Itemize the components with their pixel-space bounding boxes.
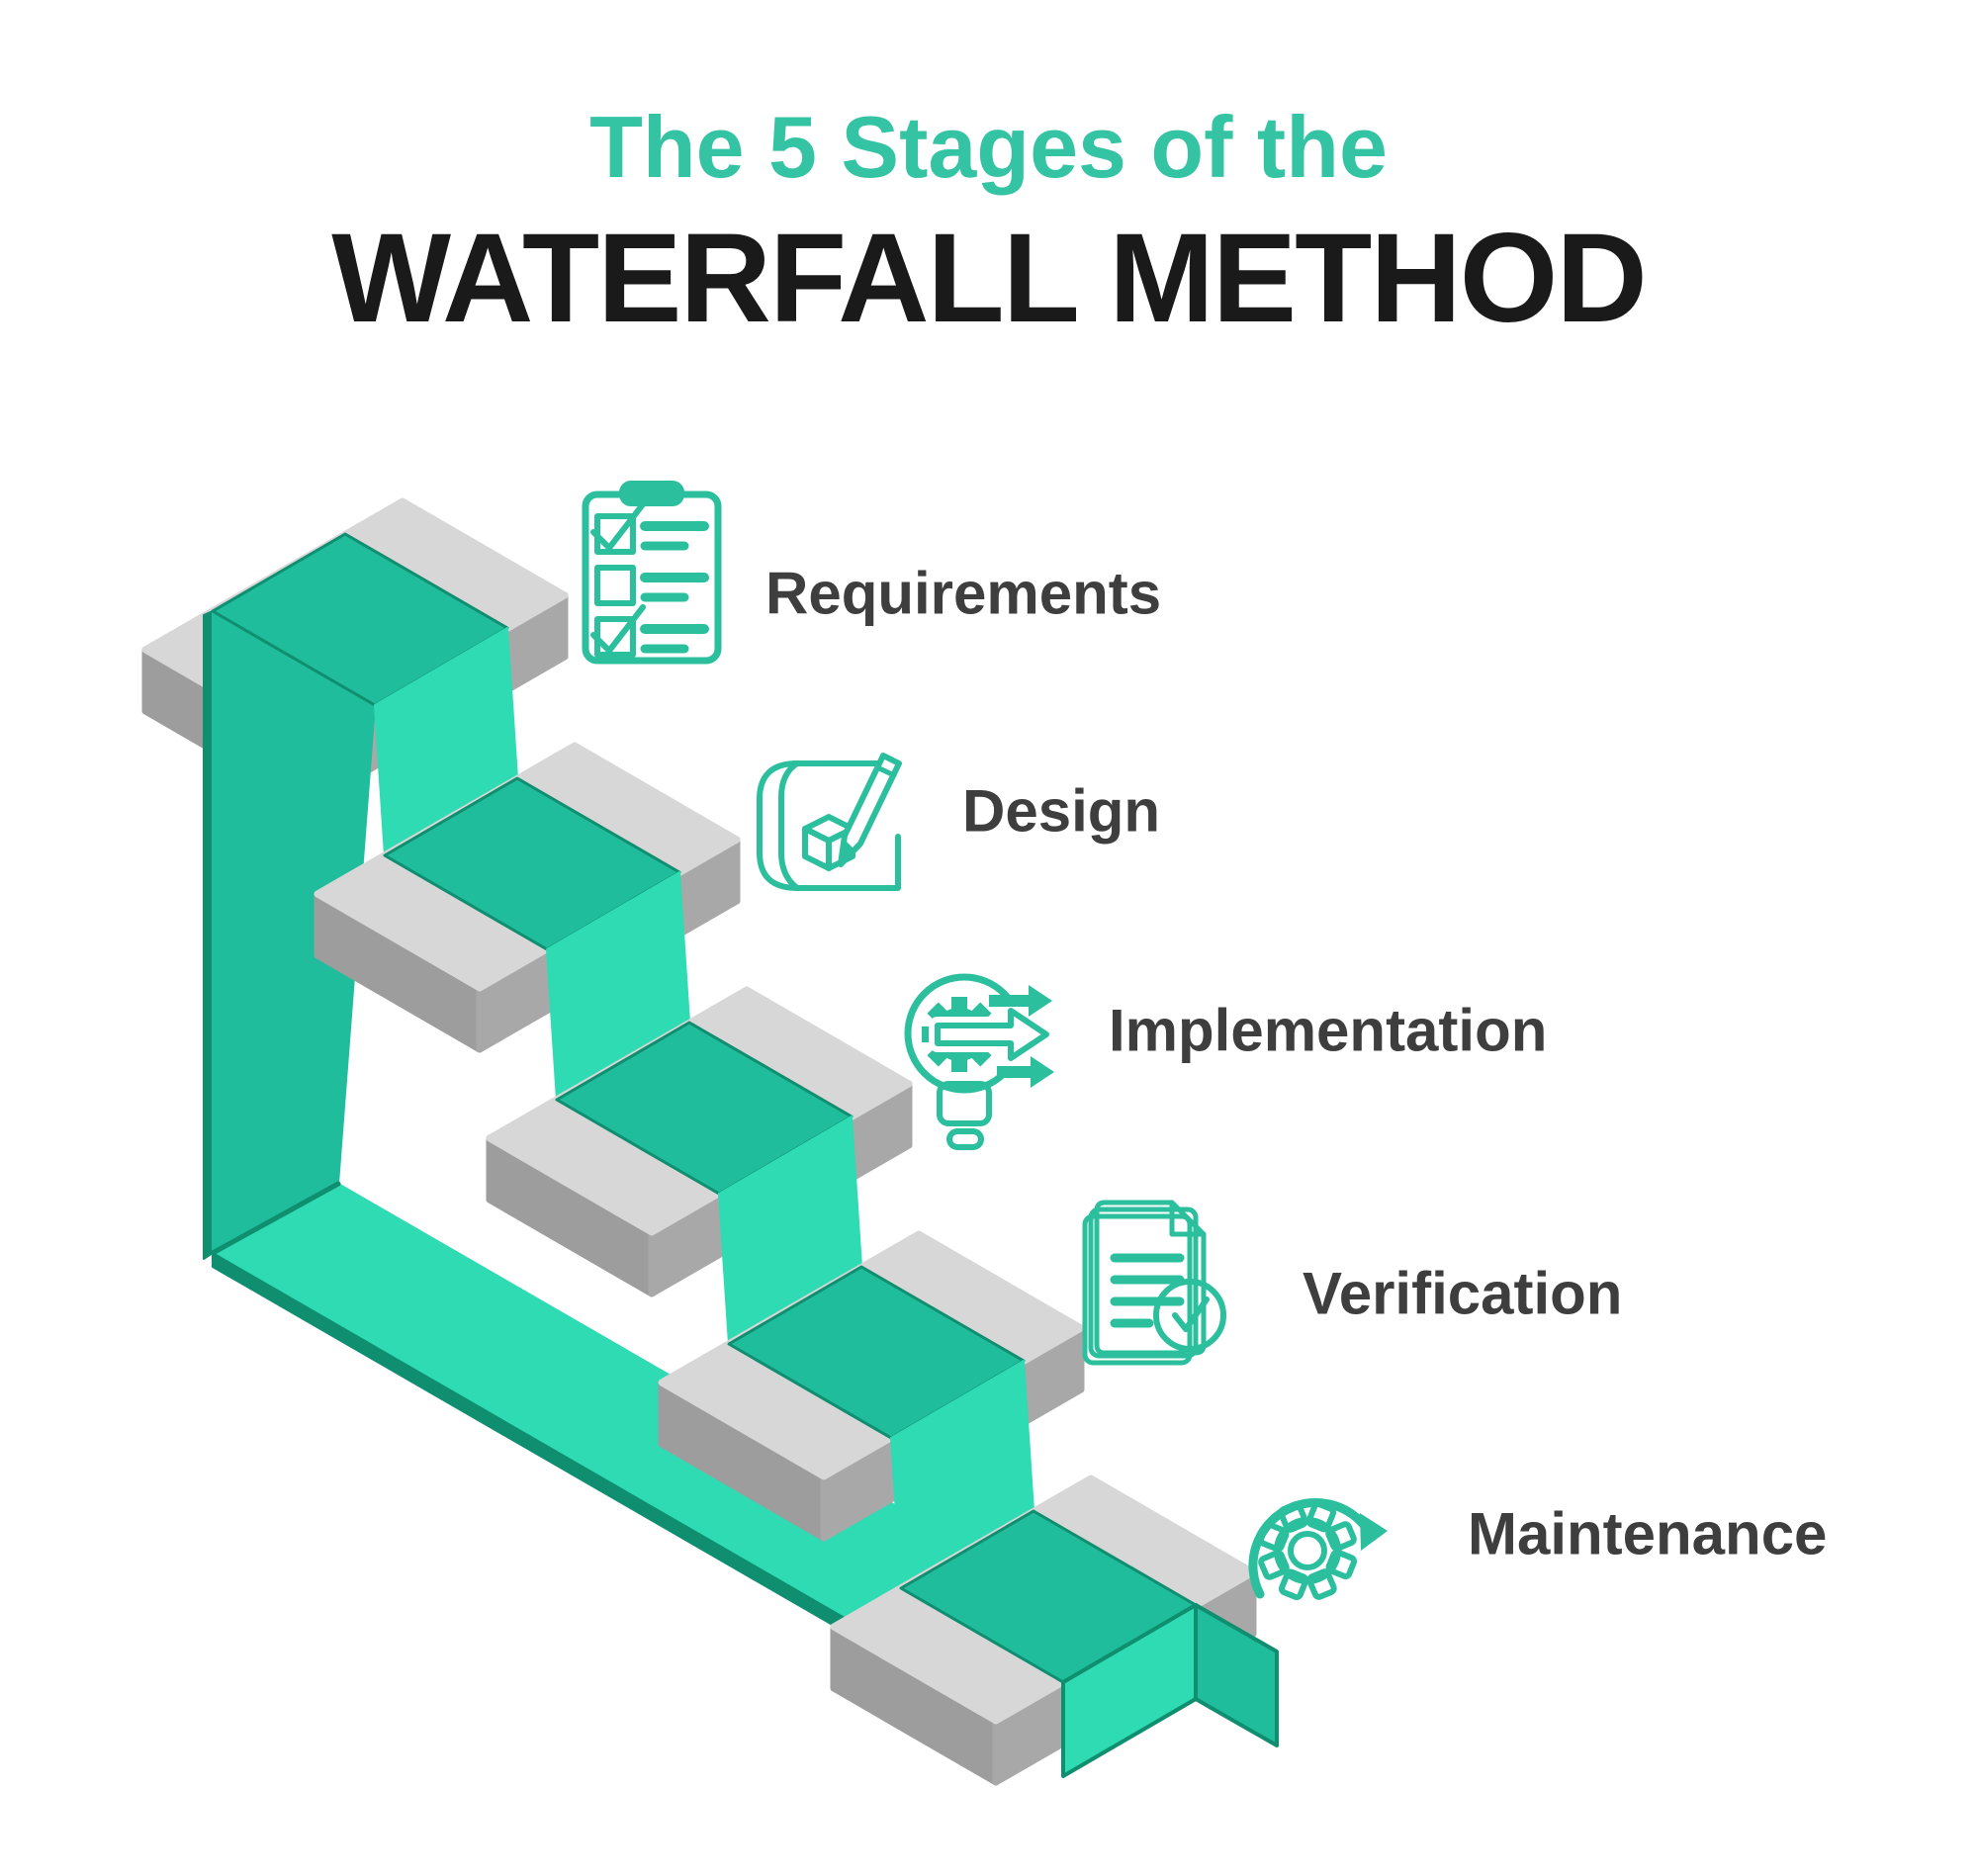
stage-label-implementation: Implementation xyxy=(1109,997,1548,1064)
documents-check-icon xyxy=(1082,1200,1226,1366)
title-line-1: The 5 Stages of the xyxy=(589,98,1388,196)
gear-cycle-icon xyxy=(1248,1498,1388,1601)
title-line-2: WATERFALL METHOD xyxy=(331,208,1648,349)
stage-label-design: Design xyxy=(962,777,1161,845)
clipboard-checklist-icon xyxy=(582,481,722,665)
gear-glyph xyxy=(1257,1500,1358,1601)
ribbon-final-side xyxy=(1194,1603,1279,1747)
stage-label-requirements: Requirements xyxy=(765,560,1162,627)
lightbulb-gear-arrows-icon xyxy=(904,973,1055,1150)
blueprint-pencil-icon xyxy=(757,753,902,891)
stage-label-maintenance: Maintenance xyxy=(1468,1500,1828,1567)
stage-label-verification: Verification xyxy=(1303,1260,1623,1327)
ribbon-final-riser xyxy=(1061,1603,1198,1778)
